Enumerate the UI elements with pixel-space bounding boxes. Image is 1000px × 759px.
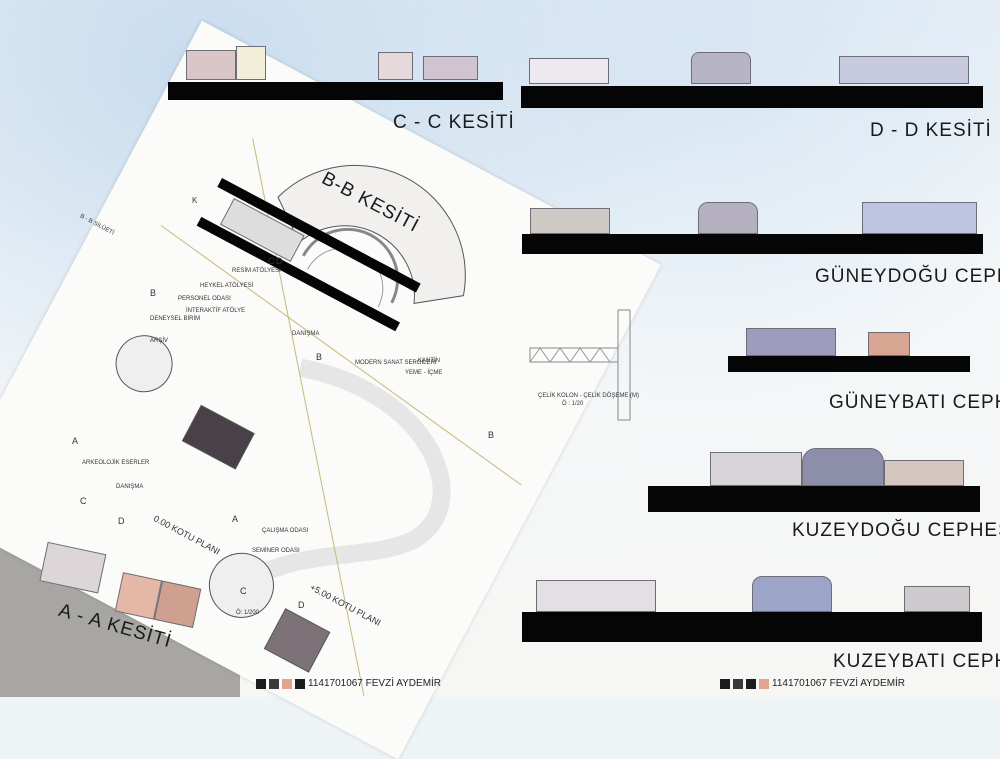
room-yeme: YEME - İÇME <box>405 370 443 376</box>
room-interaktif: İNTERAKTİF ATÖLYE <box>186 308 246 314</box>
kb-glass-block <box>752 576 832 612</box>
title-kuzeydogu: KUZEYDOĞU CEPHESİ <box>792 520 1000 541</box>
elevation-guneybati <box>728 328 970 384</box>
swatch <box>746 678 756 689</box>
label-scale: Ö: 1/200 <box>236 610 260 616</box>
plan-drawing <box>115 138 522 696</box>
cc-building-left <box>186 50 236 80</box>
section-label-a-1: A <box>72 436 79 446</box>
gd-round-block <box>698 202 758 234</box>
cc-ground <box>168 82 503 100</box>
cc-building-mid <box>378 52 413 80</box>
title-guneybati: GÜNEYBATI CEPHESİ <box>829 392 1000 413</box>
plan-sheet <box>0 20 662 759</box>
title-cc: C - C KESİTİ <box>393 112 515 133</box>
section-label-b-1: B <box>150 288 157 298</box>
swatch <box>282 678 292 689</box>
plan-dark-block <box>181 404 255 470</box>
curved-corridor <box>236 358 451 593</box>
room-kantin: KANTİN <box>418 358 441 364</box>
elevation-kuzeybati <box>522 576 982 646</box>
archeology-room <box>115 335 173 393</box>
dd-building-right <box>839 56 969 84</box>
title-dd: D - D KESİTİ <box>870 120 992 141</box>
gb-ground <box>728 356 970 372</box>
room-heykel: HEYKEL ATÖLYESİ <box>200 283 254 289</box>
section-label-d-2: D <box>118 516 125 526</box>
section-label-d-1: D <box>276 256 283 266</box>
footer-left: 1141701067 FEVZİ AYDEMİR <box>256 678 441 689</box>
elevation-kuzeydogu <box>648 448 980 514</box>
footer-right: 1141701067 FEVZİ AYDEMİR <box>720 678 905 689</box>
footer-right-text: 1141701067 FEVZİ AYDEMİR <box>772 678 906 689</box>
room-deneysel: DENEYSEL BİRİM <box>150 316 201 322</box>
section-dd <box>521 48 983 112</box>
title-guneydogu: GÜNEYDOĞU CEPHESİ <box>815 266 1000 287</box>
swatch <box>759 678 769 689</box>
section-label-a-2: A <box>232 514 239 524</box>
room-modern: MODERN SANAT SERGİLERİ <box>355 360 437 366</box>
section-label-d-3: D <box>298 600 305 610</box>
room-seminer: SEMİNER ODASI <box>252 548 300 554</box>
gd-brick-block <box>530 208 610 234</box>
kb-right-block <box>904 586 970 612</box>
gd-glass-block <box>862 202 977 234</box>
section-label-c-2: C <box>240 586 247 596</box>
swatch <box>733 678 743 689</box>
room-arsiv: ARŞİV <box>150 338 169 344</box>
kd-dome-block <box>802 448 884 486</box>
kd-ground <box>648 486 980 512</box>
detail-scale: Ö : 1/20 <box>562 401 584 407</box>
elevation-guneydogu <box>522 196 983 258</box>
cc-building-right <box>423 56 478 80</box>
kb-left-block <box>536 580 656 612</box>
kd-left-block <box>710 452 802 486</box>
swatch <box>269 678 279 689</box>
room-danisma-2: DANIŞMA <box>116 484 144 490</box>
dd-building-left <box>529 58 609 84</box>
section-label-b-3: B <box>488 430 495 440</box>
section-cc <box>168 38 503 108</box>
swatch <box>256 678 266 689</box>
lower-round-room <box>208 552 274 618</box>
detail-caption: ÇELİK KOLON - ÇELİK DÖŞEME (M) <box>538 393 640 399</box>
kd-right-block <box>884 460 964 486</box>
room-resim: RESİM ATÖLYESİ <box>232 268 281 274</box>
room-calisma: ÇALIŞMA ODASI <box>262 528 309 534</box>
cc-atrium <box>236 46 266 80</box>
footer-left-text: 1141701067 FEVZİ AYDEMİR <box>308 678 442 689</box>
dd-round-building <box>691 52 751 84</box>
gb-brick-block <box>868 332 910 356</box>
kb-ground <box>522 612 982 642</box>
section-label-c-3: C <box>80 496 87 506</box>
gd-ground <box>522 234 983 254</box>
room-personel: PERSONEL ODASI <box>178 296 231 302</box>
section-label-c-1: C <box>268 256 275 266</box>
title-kuzeybati: KUZEYBATI CEPHESİ <box>833 651 1000 672</box>
plan-grey-block <box>263 608 331 673</box>
swatch <box>720 678 730 689</box>
steel-detail <box>529 309 631 421</box>
dd-ground <box>521 86 983 108</box>
gb-glass-block <box>746 328 836 356</box>
section-label-b-2: B <box>316 352 323 362</box>
swatch <box>295 678 305 689</box>
north-arrow-label: K <box>192 196 198 205</box>
room-danisma-1: DANIŞMA <box>292 331 320 337</box>
room-arkeolojik: ARKEOLOJİK ESERLER <box>82 460 150 466</box>
upper-wing <box>277 164 466 304</box>
